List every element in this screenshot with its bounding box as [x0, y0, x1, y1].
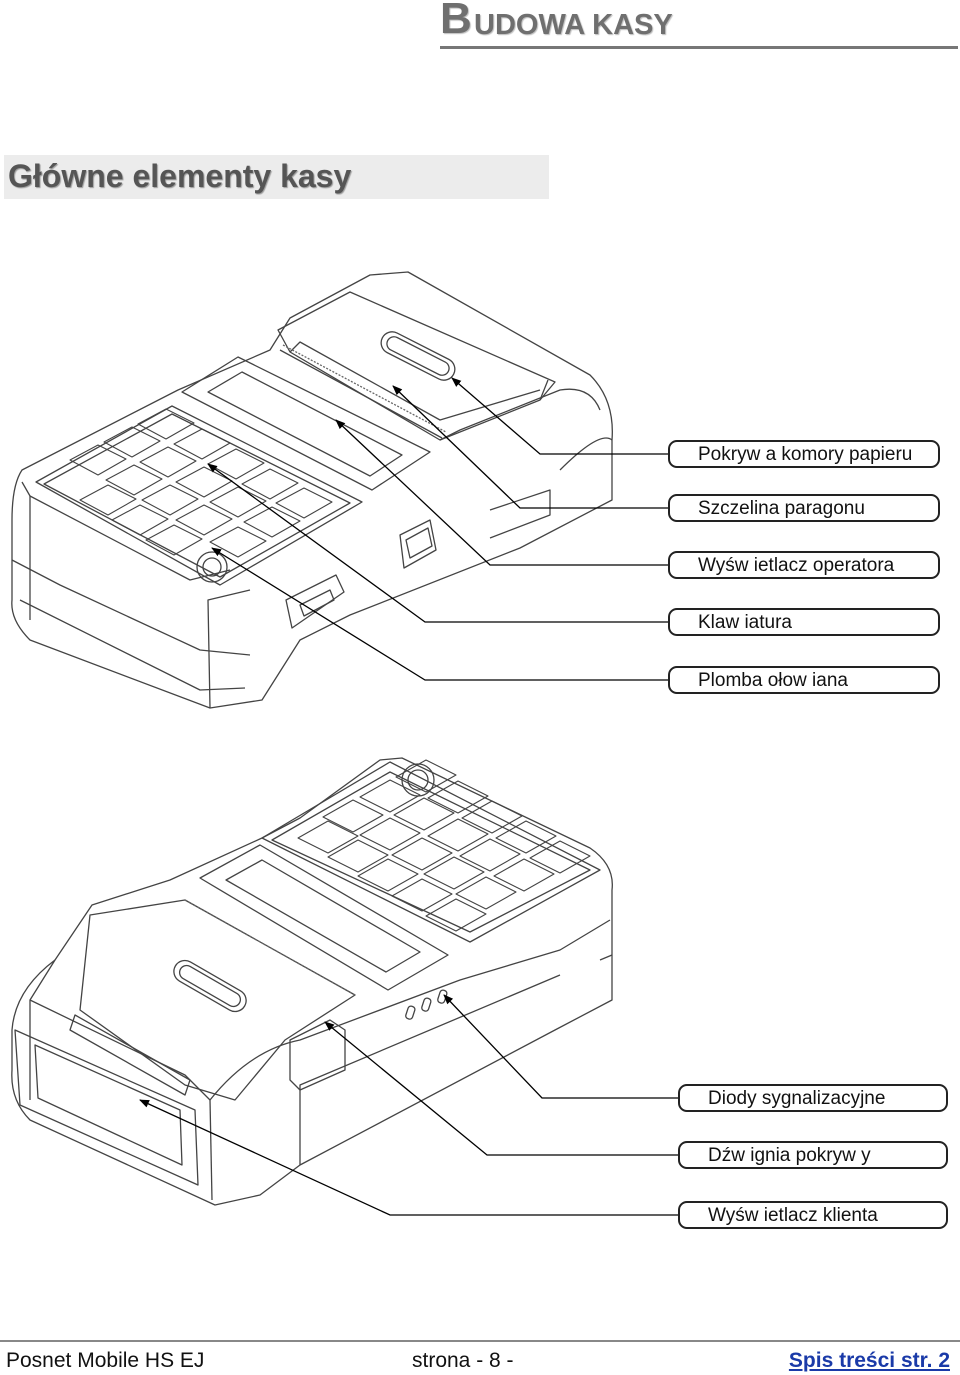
- rj-port: [399, 519, 437, 569]
- footer-model-name: Posnet Mobile HS EJ: [6, 1349, 205, 1372]
- bottom-keypad-keys: [297, 759, 591, 932]
- section-title-background: [4, 155, 549, 199]
- bottom-operator-display: [199, 844, 449, 991]
- table-of-contents-link[interactable]: Spis treści str. 2: [788, 1349, 950, 1372]
- callout-customer-display: Wyśw ietlacz klienta: [678, 1201, 948, 1229]
- side-port: [285, 574, 345, 629]
- status-led: [405, 1005, 416, 1020]
- keypad-frame: [35, 405, 363, 586]
- callout-status-leds: Diody sygnalizacyjne: [678, 1084, 948, 1112]
- status-led: [421, 997, 432, 1012]
- top-leader-lines: [207, 377, 668, 681]
- chapter-title-rest: UDOWA KASY: [474, 9, 673, 41]
- chapter-title: B UDOWA KASY: [440, 0, 958, 49]
- section-title: Główne elementy kasy: [8, 158, 352, 194]
- paper-compartment-cover: [277, 291, 556, 441]
- register-bottom-body: [11, 757, 613, 1206]
- cover-lever: [289, 1019, 346, 1091]
- callout-lead-seal: Plomba ołow iana: [668, 666, 940, 694]
- register-bottom-view: [11, 757, 613, 1206]
- footer-divider: [0, 1340, 960, 1342]
- callout-operator-display: Wyśw ietlacz operatora: [668, 551, 940, 579]
- customer-display: [14, 1029, 199, 1186]
- footer-page-number: strona - 8 -: [412, 1349, 514, 1372]
- bottom-leader-lines: [139, 994, 678, 1216]
- callout-receipt-slot: Szczelina paragonu: [668, 494, 940, 522]
- register-top-view: [11, 271, 613, 709]
- cover-handle: [380, 331, 456, 381]
- callout-cover-lever: Dźw ignia pokryw y: [678, 1141, 948, 1169]
- callout-paper-cover: Pokryw a komory papieru: [668, 440, 940, 468]
- keypad-keys: [69, 408, 333, 558]
- bottom-keypad-frame: [261, 761, 601, 943]
- operator-display: [181, 356, 431, 491]
- chapter-title-initial: B: [440, 0, 472, 43]
- receipt-slot: [282, 344, 447, 433]
- register-top-body: [11, 271, 613, 709]
- bottom-cover-handle: [173, 959, 247, 1013]
- bottom-lead-seal: [401, 763, 435, 797]
- callout-keyboard: Klaw iatura: [668, 608, 940, 636]
